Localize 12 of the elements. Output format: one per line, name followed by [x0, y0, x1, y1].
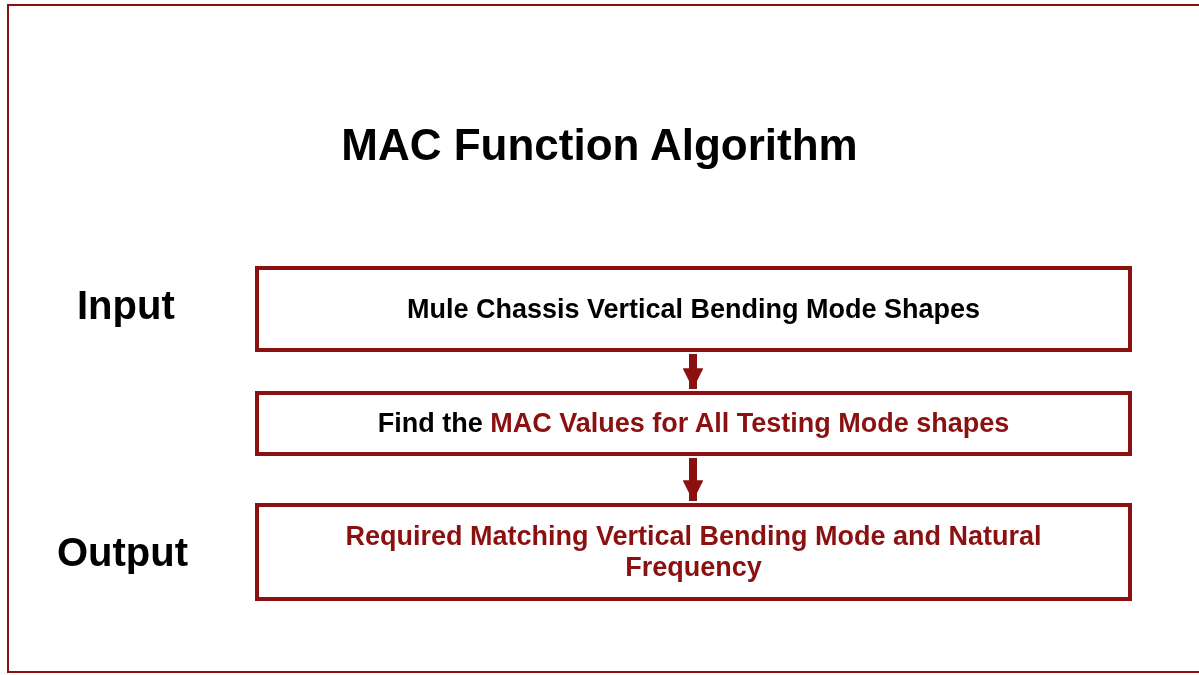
title: MAC Function Algorithm	[340, 120, 859, 170]
process-box	[255, 503, 1132, 601]
arrow	[682, 354, 704, 389]
process-box	[255, 266, 1132, 352]
process-box	[255, 391, 1132, 456]
arrow	[682, 458, 704, 501]
row-label: Input	[77, 283, 175, 328]
box-text: Find the	[377, 408, 483, 438]
box-text: Required Matching Vertical Bending Mode and Natural Frequency	[345, 521, 1042, 582]
row-label: Output	[57, 530, 189, 575]
box-text: Mule Chassis Vertical Bending Mode Shapes	[406, 293, 981, 324]
box-text: MAC Values for All Testing Mode shapes	[490, 408, 1010, 438]
